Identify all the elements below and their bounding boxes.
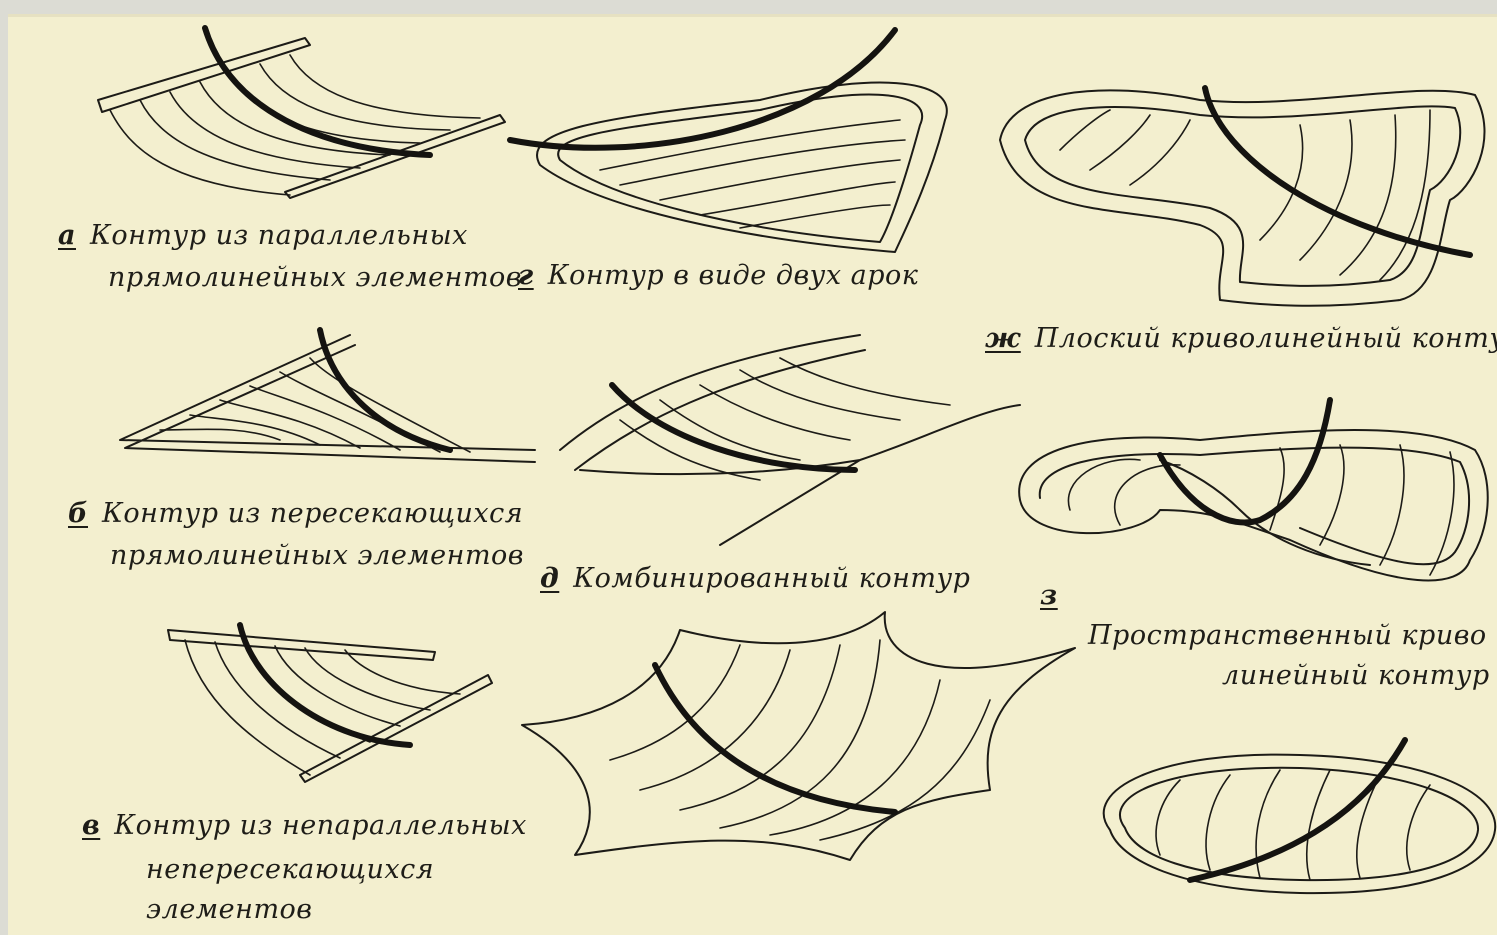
sketch-a	[98, 28, 505, 198]
label-a-letter: а	[58, 220, 76, 251]
label-z-line2: линейный контур	[1222, 662, 1490, 689]
label-z-line1: Пространственный криво	[1088, 622, 1487, 649]
label-zh: ж Плоский криволинейный контур	[985, 325, 1497, 352]
label-zh-line1: Плоский криволинейный контур	[1035, 323, 1497, 354]
label-g: г Контур в виде двух арок	[518, 262, 918, 289]
label-v-line3: элементов	[146, 896, 313, 923]
label-a-line2: прямолинейных элементов	[108, 264, 522, 291]
label-a: а Контур из параллельных	[58, 222, 468, 249]
sketch-e	[522, 612, 1075, 860]
label-b: б Контур из пересекающихся	[68, 500, 523, 527]
sketch-b	[120, 330, 535, 462]
label-d-line1: Комбинированный контур	[573, 563, 970, 594]
label-d-letter: д	[540, 563, 559, 594]
sketch-g	[510, 30, 947, 252]
label-v: в Контур из непараллельных	[82, 812, 527, 839]
label-d: д Комбинированный контур	[540, 565, 970, 592]
sketch-v	[168, 625, 492, 782]
sketch-z	[1019, 400, 1488, 580]
label-b-line1: Контур из пересекающихся	[102, 498, 523, 529]
label-zh-letter: ж	[985, 323, 1021, 354]
label-a-line1: Контур из параллельных	[90, 220, 468, 251]
label-v-line1: Контур из непараллельных	[114, 810, 527, 841]
label-z-letter: з	[1040, 580, 1058, 611]
sketch-d	[560, 335, 1020, 545]
label-g-line1: Контур в виде двух арок	[548, 260, 919, 291]
sketch-zh	[1000, 88, 1485, 306]
label-v-line2: непересекающихся	[146, 856, 434, 883]
label-b-line2: прямолинейных элементов	[110, 542, 524, 569]
label-v-letter: в	[82, 810, 100, 841]
label-b-letter: б	[68, 498, 88, 529]
sketch-ellipse	[1104, 740, 1495, 893]
label-z: з	[1040, 582, 1072, 609]
label-g-letter: г	[518, 260, 534, 291]
